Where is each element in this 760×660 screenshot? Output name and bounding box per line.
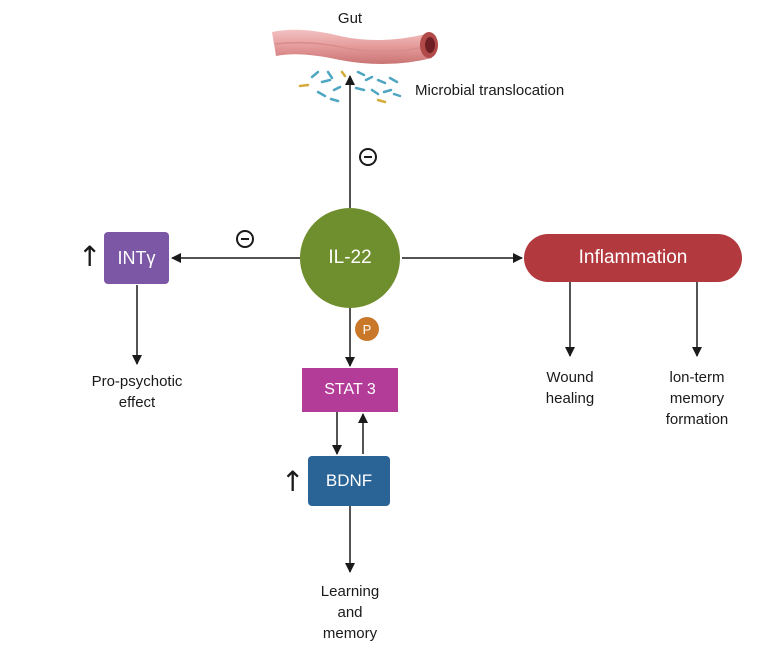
gut-label: Gut (337, 10, 363, 27)
inflammation-node: Inflammation (524, 234, 742, 282)
phospho-label: P (362, 321, 372, 337)
inhibition-icon-gut (359, 148, 377, 166)
inty-node: INTγ (104, 232, 169, 284)
inhibition-icon-inty (236, 230, 254, 248)
stat3-node: STAT 3 (302, 368, 398, 412)
up-arrow-icon-bdnf: ↑ (281, 465, 305, 498)
up-arrow-icon-inty: ↑ (78, 240, 102, 273)
gut-icon (272, 29, 438, 65)
microbes-icon (298, 70, 402, 104)
phospho-circle (355, 317, 379, 341)
il22-node-label: IL-22 (328, 247, 372, 268)
il22-node-shape (300, 208, 400, 308)
bdnf-node: BDNF (308, 456, 390, 506)
microbial-translocation-label: Microbial translocation (415, 82, 565, 99)
connectors (132, 75, 702, 573)
